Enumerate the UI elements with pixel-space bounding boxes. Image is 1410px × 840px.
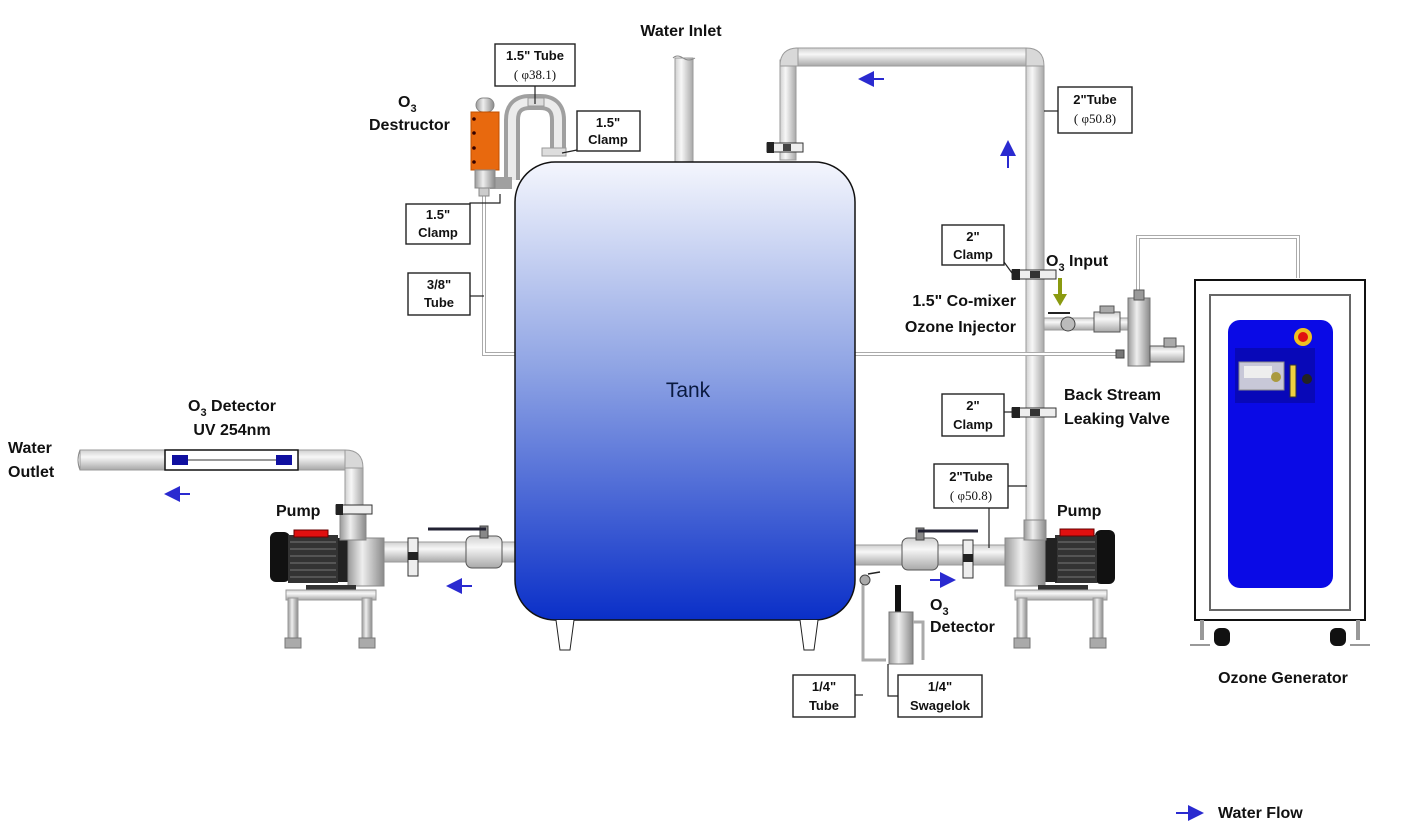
label-back-stream-line1: Back Stream <box>1064 387 1161 404</box>
legend: Water Flow <box>1176 805 1303 822</box>
svg-text:1.5": 1.5" <box>426 207 450 222</box>
label-box-tube-1-5: 1.5" Tube ( φ38.1) <box>494 43 576 104</box>
svg-text:1/4": 1/4" <box>928 679 952 694</box>
label-pump-right: Pump <box>1057 503 1102 520</box>
ball-valve-left <box>428 525 503 569</box>
svg-text:Clamp: Clamp <box>953 417 993 432</box>
ozone-generator <box>1190 279 1370 646</box>
pump-left <box>270 509 385 649</box>
tank-leg-left <box>555 619 575 651</box>
svg-text:2": 2" <box>966 398 979 413</box>
label-box-tube-1-4: 1/4" Tube <box>792 674 863 718</box>
label-ozone-generator: Ozone Generator <box>1218 670 1348 687</box>
o3-detector-probe <box>859 571 925 665</box>
label-o3-detector-line2: Detector <box>930 619 995 636</box>
label-box-clamp-1-5-left: 1.5" Clamp <box>405 194 501 245</box>
svg-text:1/4": 1/4" <box>812 679 836 694</box>
svg-text:Tube: Tube <box>809 698 839 713</box>
label-pump-left: Pump <box>276 503 321 520</box>
label-box-clamp-1-5-top: 1.5" Clamp <box>561 110 641 154</box>
tank-leg-right <box>799 619 819 651</box>
label-water-inlet: Water Inlet <box>640 23 722 40</box>
tank: Tank <box>514 161 856 651</box>
label-box-clamp-2-upper: 2" Clamp <box>941 224 1013 274</box>
svg-text:Clamp: Clamp <box>418 225 458 240</box>
clamp-lower-right <box>962 539 974 579</box>
clamp-2-lower <box>1011 407 1057 418</box>
label-back-stream-line2: Leaking Valve <box>1064 411 1170 428</box>
svg-text:( φ50.8): ( φ50.8) <box>950 488 992 503</box>
svg-text:Swagelok: Swagelok <box>910 698 971 713</box>
clamp-lower-left <box>407 537 419 577</box>
label-uv-detector-line2: UV 254nm <box>193 422 270 439</box>
label-box-clamp-2-lower: 2" Clamp <box>941 393 1014 437</box>
svg-text:( φ38.1): ( φ38.1) <box>514 67 556 82</box>
water-inlet-pipe <box>672 55 696 164</box>
generator-ozone-line <box>1136 235 1300 298</box>
label-water-outlet-line2: Outlet <box>8 464 55 481</box>
label-o3-input: O3 Input <box>1046 253 1109 274</box>
flow-arrows <box>164 71 1016 594</box>
o3-destructor <box>470 97 500 197</box>
o3-input-arrow <box>1053 278 1067 306</box>
tube-3-8-line <box>482 190 515 356</box>
legend-water-flow-label: Water Flow <box>1218 805 1303 822</box>
svg-text:Clamp: Clamp <box>953 247 993 262</box>
ball-valve-right <box>901 527 978 571</box>
label-comixer-line1: 1.5" Co-mixer <box>912 293 1016 310</box>
svg-text:Clamp: Clamp <box>588 132 628 147</box>
label-box-tube-2-top: 2"Tube ( φ50.8) <box>1044 86 1133 134</box>
svg-text:( φ50.8): ( φ50.8) <box>1074 111 1116 126</box>
label-box-swagelok: 1/4" Swagelok <box>887 664 983 718</box>
label-water-outlet-line1: Water <box>8 440 52 457</box>
svg-text:2"Tube: 2"Tube <box>1073 92 1116 107</box>
label-box-tube-3-8: 3/8" Tube <box>407 272 484 316</box>
label-comixer-line2: Ozone Injector <box>905 319 1016 336</box>
pump-right <box>1004 519 1115 649</box>
label-o3-destructor-line2: Destructor <box>369 117 450 134</box>
label-uv-detector-line1: O3 Detector <box>188 398 276 419</box>
uv-o3-detector <box>164 449 299 471</box>
clamp-outlet-pump <box>335 504 373 515</box>
svg-text:3/8": 3/8" <box>427 277 451 292</box>
svg-text:2": 2" <box>966 229 979 244</box>
svg-text:Tube: Tube <box>424 295 454 310</box>
svg-text:1.5": 1.5" <box>596 115 620 130</box>
label-box-tube-2-bottom: 2"Tube ( φ50.8) <box>933 463 1027 548</box>
clamp-2-upper <box>1011 269 1057 280</box>
svg-text:2"Tube: 2"Tube <box>949 469 992 484</box>
generator-wheels <box>1190 620 1370 646</box>
label-o3-destructor-line1: O3 <box>398 94 417 115</box>
return-pipe-loop <box>779 47 1045 537</box>
svg-text:1.5" Tube: 1.5" Tube <box>506 48 564 63</box>
label-o3-detector-line1: O3 <box>930 597 949 618</box>
clamp-top-return <box>766 142 804 153</box>
tank-label: Tank <box>666 379 711 402</box>
comixer-injector <box>1048 289 1185 367</box>
